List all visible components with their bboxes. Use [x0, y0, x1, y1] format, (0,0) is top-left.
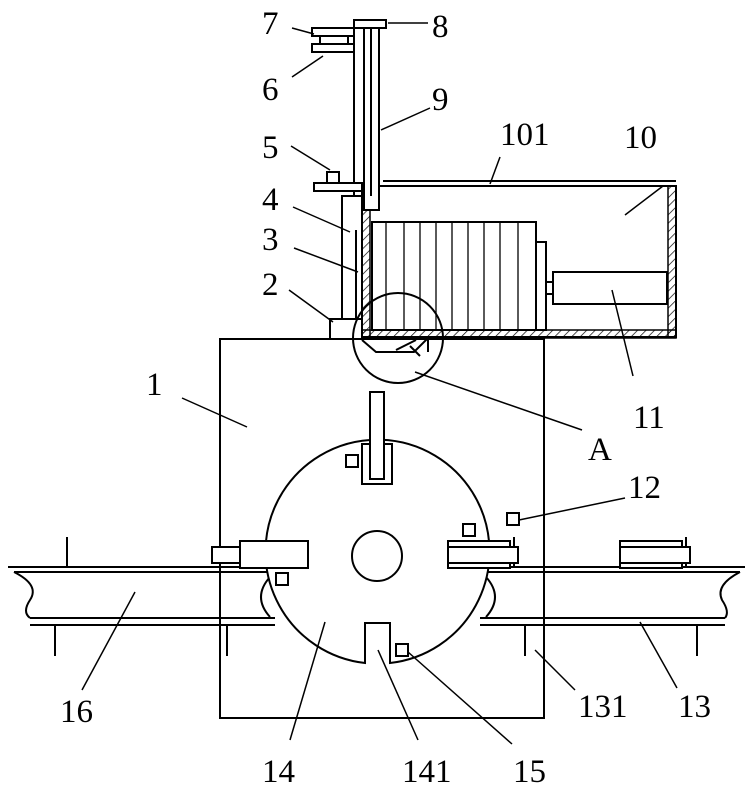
label-A: A: [588, 432, 612, 468]
label-11: 11: [633, 400, 665, 436]
label-14: 14: [262, 754, 295, 790]
label-4: 4: [262, 182, 279, 218]
label-1: 1: [146, 367, 163, 403]
label-8: 8: [432, 9, 449, 45]
label-2: 2: [262, 267, 279, 303]
label-6: 6: [262, 72, 279, 108]
label-101: 101: [500, 117, 550, 153]
clamps: [212, 541, 690, 568]
label-141: 141: [402, 754, 452, 790]
label-15: 15: [513, 754, 546, 790]
label-9: 9: [432, 82, 449, 118]
label-7: 7: [262, 6, 279, 42]
label-13: 13: [678, 689, 711, 725]
label-5: 5: [262, 130, 279, 166]
label-3: 3: [262, 222, 279, 258]
label-12: 12: [628, 470, 661, 506]
label-131: 131: [578, 689, 628, 725]
label-10: 10: [624, 120, 657, 156]
label-16: 16: [60, 694, 93, 730]
